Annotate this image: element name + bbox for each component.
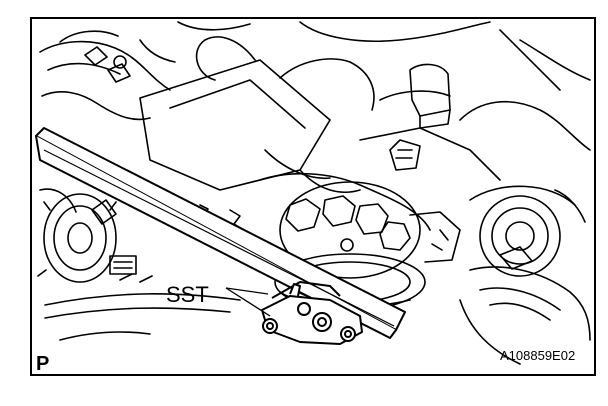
left-pulley [37, 193, 137, 283]
figure-code-label: A108859E02 [500, 348, 575, 363]
sst-bar [35, 127, 406, 339]
holding-tool-body [139, 36, 375, 193]
right-pulley [469, 185, 586, 277]
upper-bracket [177, 21, 591, 181]
sst-callout-label: SST [166, 282, 209, 307]
pump-housing [259, 172, 461, 279]
sst-head-plate [261, 281, 363, 345]
sst-leader-lines [225, 287, 271, 317]
right-belt-guard [459, 246, 591, 365]
view-marker-label: P [36, 353, 49, 375]
drive-belt [44, 273, 241, 341]
